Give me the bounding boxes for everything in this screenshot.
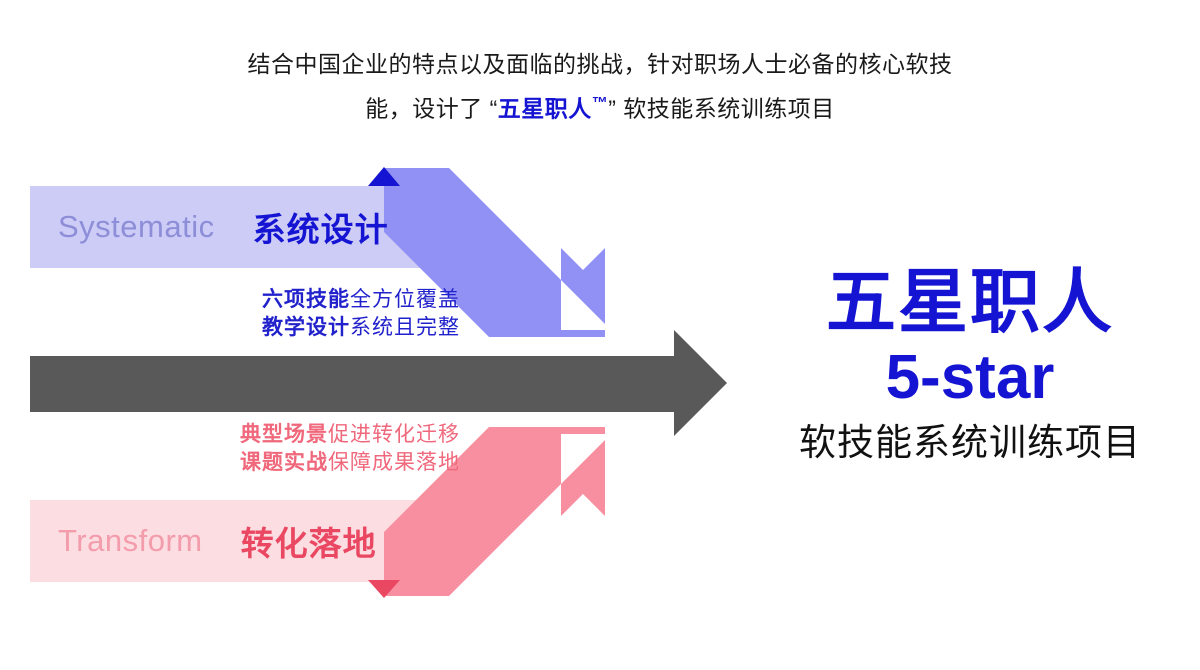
headline-line-2: 能，设计了 “五星职人™” 软技能系统训练项目 — [0, 84, 1200, 129]
brand-title-english: 5-star — [885, 343, 1055, 412]
brand-title-chinese: 五星职人 — [826, 263, 1114, 341]
gray-arrow — [30, 330, 727, 436]
band-transform-english: Transform — [58, 523, 203, 558]
band-systematic: Systematic 系统设计 — [30, 186, 430, 268]
brand-subtitle: 软技能系统训练项目 — [799, 422, 1141, 463]
brand-title-block: 五星职人 5-star 软技能系统训练项目 — [760, 262, 1180, 468]
feature-key: 教学设计 — [262, 316, 350, 339]
pink-arrow — [368, 427, 605, 598]
feature-key: 典型场景 — [240, 423, 328, 446]
headline-brand: 五星职人 — [497, 95, 592, 122]
feature-row: 六项技能全方位覆盖 — [30, 286, 460, 314]
feature-list-transform: 典型场景促进转化迁移 课题实战保障成果落地 — [30, 421, 460, 477]
feature-key: 课题实战 — [240, 451, 328, 474]
purple-arrow — [368, 167, 605, 337]
headline-line-2-suffix: ” 软技能系统训练项目 — [608, 95, 835, 122]
feature-list-systematic: 六项技能全方位覆盖 教学设计系统且完整 — [30, 286, 460, 342]
pink-arrow-accent-triangle — [368, 580, 400, 598]
band-transform-chinese: 转化落地 — [240, 525, 377, 562]
headline-line-2-prefix: 能，设计了 “ — [365, 95, 498, 122]
feature-value: 保障成果落地 — [328, 451, 460, 474]
headline-line-1: 结合中国企业的特点以及面临的挑战，针对职场人士必备的核心软技 — [247, 51, 953, 77]
trademark-icon: ™ — [591, 95, 609, 112]
feature-row: 课题实战保障成果落地 — [30, 449, 460, 477]
feature-key: 六项技能 — [262, 288, 350, 311]
band-systematic-english: Systematic — [58, 209, 215, 244]
band-rect-transform — [30, 500, 430, 582]
headline: 结合中国企业的特点以及面临的挑战，针对职场人士必备的核心软技 能，设计了 “五星… — [0, 44, 1200, 129]
band-systematic-chinese: 系统设计 — [252, 211, 389, 248]
band-transform: Transform 转化落地 — [30, 500, 430, 582]
feature-row: 典型场景促进转化迁移 — [30, 421, 460, 449]
purple-arrow-accent-triangle — [368, 167, 400, 186]
feature-row: 教学设计系统且完整 — [30, 314, 460, 342]
feature-value: 系统且完整 — [350, 316, 460, 339]
feature-value: 全方位覆盖 — [350, 288, 460, 311]
feature-value: 促进转化迁移 — [328, 423, 460, 446]
band-rect-systematic — [30, 186, 430, 268]
